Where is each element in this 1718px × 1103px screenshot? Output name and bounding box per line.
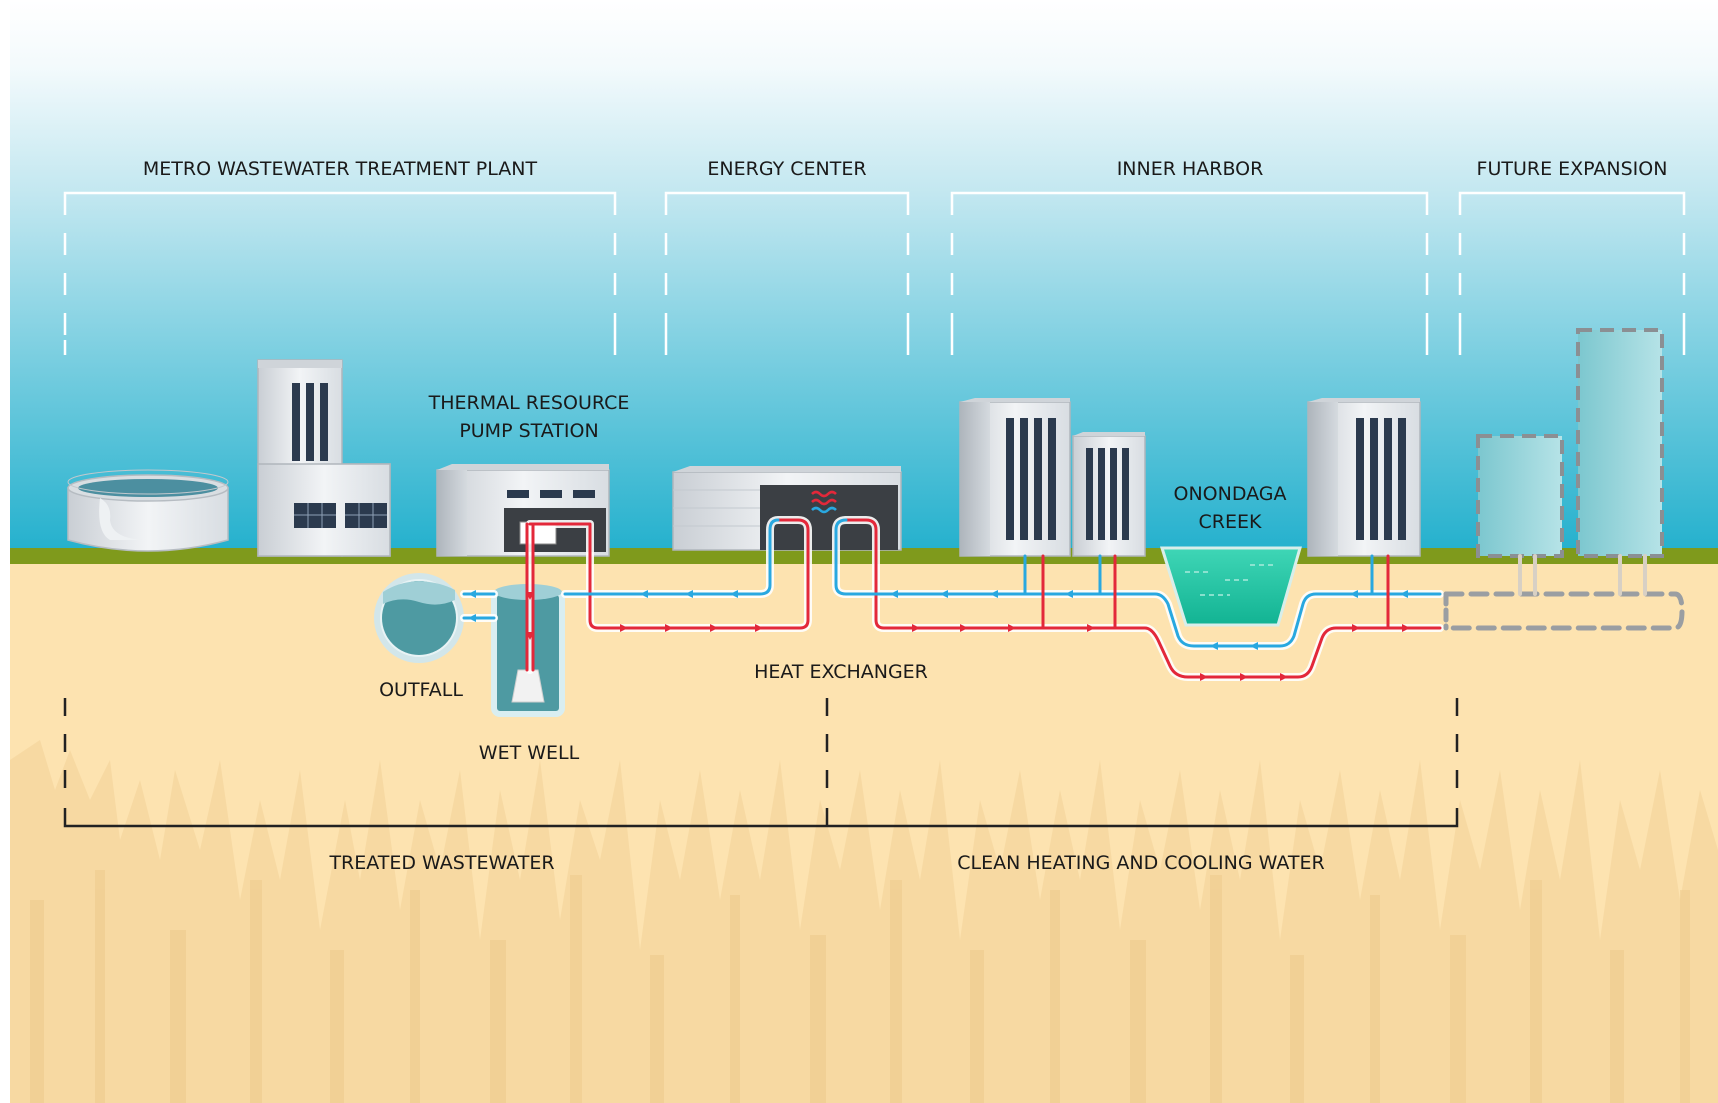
creek-label-line1: ONONDAGA — [1173, 483, 1286, 505]
region-label-future-expansion: FUTURE EXPANSION — [1477, 158, 1668, 180]
energy-center-icon — [672, 466, 902, 551]
wet-well-label: WET WELL — [479, 742, 580, 764]
pipe-network — [460, 516, 1685, 681]
soil-ground — [10, 556, 1718, 1103]
ground-brackets — [63, 698, 1459, 828]
harbor-building-2-icon — [1072, 432, 1146, 557]
clarifier-tank-icon — [67, 469, 229, 552]
future-building-2-icon — [1576, 328, 1664, 558]
pump-station-label-line2: PUMP STATION — [459, 420, 598, 442]
creek-icon — [1159, 546, 1302, 627]
pump-station-icon — [436, 464, 610, 557]
region-label-energy-center: ENERGY CENTER — [707, 158, 866, 180]
treatment-plant-building-icon — [257, 359, 391, 557]
creek-label-line2: CREEK — [1199, 511, 1262, 533]
harbor-building-1-icon — [959, 398, 1071, 557]
ground-label-treated-wastewater: TREATED WASTEWATER — [328, 852, 554, 874]
harbor-building-3-icon — [1307, 398, 1421, 557]
region-label-inner-harbor: INNER HARBOR — [1117, 158, 1264, 180]
ground-label-clean-water: CLEAN HEATING AND COOLING WATER — [957, 852, 1324, 874]
bracket-future-expansion — [1458, 191, 1686, 355]
heat-exchanger-label: HEAT EXCHANGER — [754, 661, 928, 683]
future-pipe — [1443, 591, 1685, 631]
future-building-1-icon — [1476, 434, 1564, 558]
cold-loop-pipe — [834, 518, 1442, 648]
cold-pipe-hx-to-outfall — [563, 518, 780, 596]
region-label-treatment-plant: METRO WASTEWATER TREATMENT PLANT — [143, 158, 538, 180]
bracket-inner-harbor — [950, 191, 1429, 355]
bracket-energy-center — [664, 191, 910, 355]
region-brackets — [63, 191, 1686, 355]
warm-loop-pipe — [844, 518, 1442, 679]
pump-station-label-line1: THERMAL RESOURCE — [428, 392, 630, 414]
outfall-label: OUTFALL — [379, 679, 463, 701]
flow-arrow-icon — [468, 590, 1410, 681]
bracket-treatment-plant — [63, 191, 617, 355]
outfall-icon — [374, 573, 464, 663]
warm-pipe-pump-to-hx — [528, 518, 810, 630]
